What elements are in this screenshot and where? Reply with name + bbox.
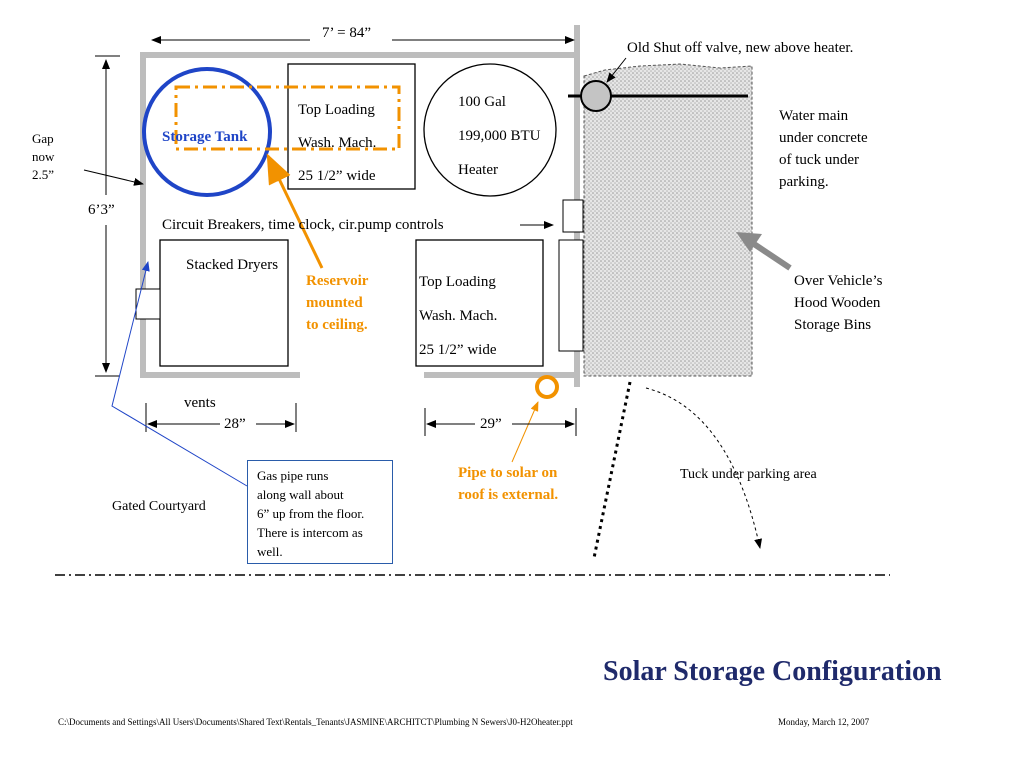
- dimension-28-label: 28”: [224, 416, 246, 432]
- circuit-panel: [562, 199, 584, 233]
- dimension-28: [145, 403, 297, 432]
- heater-circle: [423, 63, 557, 197]
- vents-label: vents: [184, 395, 216, 411]
- pump-panel: [558, 239, 584, 352]
- reservoir-outline: [174, 85, 401, 151]
- bottom-washer-box: [415, 239, 544, 367]
- courtyard-label: Gated Courtyard: [112, 499, 206, 514]
- storage-tank-circle: [142, 67, 272, 197]
- parking-edge: [592, 381, 632, 559]
- top-washer-box: [287, 63, 416, 190]
- gas-pipe-pointer: [111, 261, 248, 487]
- parking-swing-arc: [645, 387, 762, 549]
- height-dimension: [95, 55, 120, 377]
- circuit-breakers-label: Circuit Breakers, time clock, cir.pump c…: [162, 217, 444, 233]
- solar-pipe-pointer: [511, 401, 539, 463]
- old-valve-label: Old Shut off valve, new above heater.: [627, 40, 854, 56]
- bins-arrow-head: [736, 232, 762, 252]
- dryer-vent: [135, 288, 161, 320]
- solar-pipe-icon: [535, 375, 559, 399]
- dimension-29-label: 29”: [480, 416, 502, 432]
- height-dimension-label: 6’3”: [88, 199, 115, 221]
- storage-bins-area: [583, 63, 753, 377]
- gap-arrow: [83, 169, 144, 186]
- storage-tank-label: Storage Tank: [162, 129, 248, 145]
- shutoff-valve-icon: [580, 80, 612, 112]
- footer-file-path: C:\Documents and Settings\All Users\Docu…: [58, 717, 573, 727]
- valve-pointer: [606, 57, 627, 83]
- footer-date: Monday, March 12, 2007: [778, 717, 870, 727]
- dimension-29: [424, 408, 577, 436]
- reservoir-arrow: [266, 153, 324, 269]
- parking-area-label: Tuck under parking area: [680, 467, 817, 482]
- stacked-dryers-label: Stacked Dryers: [186, 257, 279, 273]
- page-title: Solar Storage Configuration: [603, 656, 942, 687]
- width-dimension-label: 7’ = 84”: [318, 22, 375, 44]
- bins-arrow: [746, 237, 792, 271]
